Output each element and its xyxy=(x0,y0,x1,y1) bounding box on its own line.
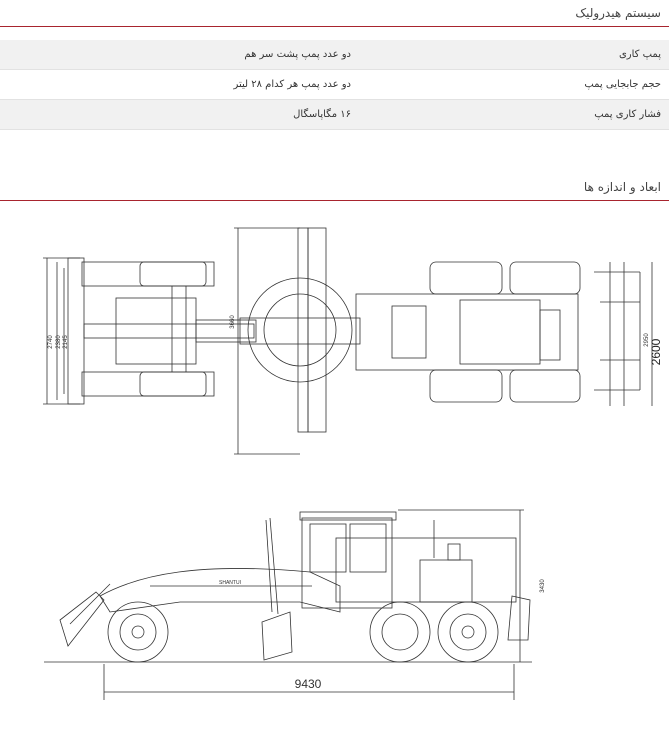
hydraulic-section-title: سیستم هیدرولیک xyxy=(575,6,661,20)
spec-label: حجم جابجایی پمپ xyxy=(401,69,669,100)
top-view-drawing xyxy=(43,227,653,455)
table-row: پمپ کاری دو عدد پمپ پشت سر هم xyxy=(0,40,669,70)
dim-2740: 2740 xyxy=(48,335,54,349)
hydraulic-section: سیستم هیدرولیک پمپ کاری دو عدد پمپ پشت س… xyxy=(0,0,669,130)
side-view-drawing xyxy=(44,509,532,700)
dim-2600: 2600 xyxy=(649,338,663,365)
dim-9430: 9430 xyxy=(295,677,322,691)
side-view-labels: SHANTUI 3430 9430 xyxy=(219,579,546,691)
spec-label: پمپ کاری xyxy=(401,40,669,70)
section-divider xyxy=(0,200,669,201)
table-row: حجم جابجایی پمپ دو عدد پمپ هر کدام ۲۸ لی… xyxy=(0,69,669,100)
dimensions-section: ابعاد و اندازه ها xyxy=(0,174,669,201)
dim-3430: 3430 xyxy=(540,579,546,593)
dim-2145: 2145 xyxy=(63,335,69,349)
dim-2950: 2950 xyxy=(644,333,650,347)
dim-3660: 3660 xyxy=(230,315,236,329)
hydraulic-spec-table: پمپ کاری دو عدد پمپ پشت سر هم حجم جابجای… xyxy=(0,40,669,130)
rear-body xyxy=(355,293,579,371)
spec-value: ۱۶ مگاپاسگال xyxy=(0,99,401,130)
spec-value: دو عدد پمپ هر کدام ۲۸ لیتر xyxy=(0,69,401,100)
top-view-dim-labels: 2740 2380 2145 3660 2950 xyxy=(48,315,650,349)
moldboard xyxy=(297,227,309,433)
spec-label: فشار کاری پمپ xyxy=(401,99,669,130)
table-row: فشار کاری پمپ ۱۶ مگاپاسگال xyxy=(0,99,669,130)
spec-value: دو عدد پمپ پشت سر هم xyxy=(0,40,401,70)
circle-ring xyxy=(247,277,353,383)
boom-brand-label: SHANTUI xyxy=(219,580,241,586)
dimensions-section-title: ابعاد و اندازه ها xyxy=(583,180,661,194)
section-divider xyxy=(0,26,669,27)
dim-2380: 2380 xyxy=(56,335,62,349)
